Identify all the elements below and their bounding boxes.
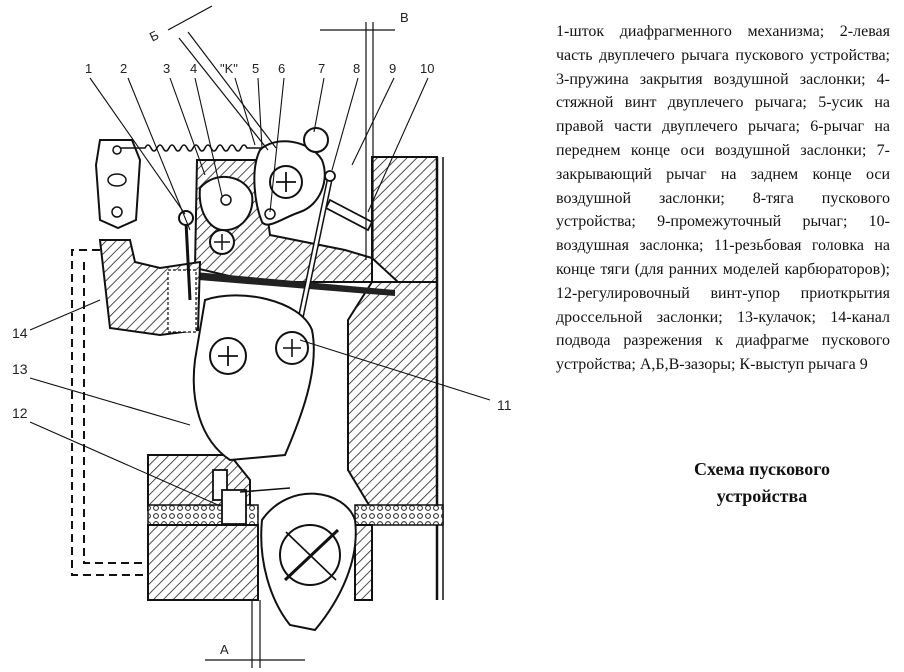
- label-3: 3: [163, 61, 170, 76]
- housing-right-wall: [347, 156, 444, 600]
- diaphragm-chamber: [98, 239, 202, 337]
- label-6: 6: [278, 61, 285, 76]
- label-1: 1: [85, 61, 92, 76]
- cam-assembly: [192, 294, 315, 462]
- title-line-2: устройства: [716, 486, 808, 506]
- label-12: 12: [12, 405, 28, 421]
- starter-device-diagram: 1 2 3 4 "K" 5 6 7 8 9 10 14 13 12 11 Б В…: [12, 5, 512, 668]
- throttle-valve: [260, 492, 357, 632]
- label-5: 5: [252, 61, 259, 76]
- adjusting-screw: [212, 469, 291, 525]
- label-7: 7: [318, 61, 325, 76]
- label-8: 8: [353, 61, 360, 76]
- gap-a-label: А: [220, 642, 229, 657]
- gap-b-label: Б: [147, 27, 161, 44]
- label-11: 11: [497, 397, 512, 413]
- title-line-1: Схема пускового: [694, 459, 830, 479]
- diagram-title: Схема пускового устройства: [662, 456, 862, 510]
- part-number-labels: 1 2 3 4 "K" 5 6 7 8 9 10 14 13 12 11 Б В…: [12, 10, 512, 657]
- closing-spring: [120, 144, 262, 152]
- label-4: 4: [190, 61, 197, 76]
- leader-lines: [29, 77, 491, 506]
- gap-lines: [167, 5, 395, 668]
- diaphragm-rod: [184, 221, 192, 301]
- choke-plate: [324, 198, 374, 232]
- two-arm-lever: [198, 175, 254, 255]
- label-13: 13: [12, 361, 28, 377]
- choke-front-lever: [253, 127, 329, 226]
- legend-text: 1-шток диафрагменного механизма; 2-левая…: [556, 23, 890, 374]
- label-10: 10: [420, 61, 434, 76]
- label-2: 2: [120, 61, 127, 76]
- vacuum-channel: [71, 249, 148, 576]
- label-9: 9: [389, 61, 396, 76]
- label-k: "K": [220, 61, 238, 76]
- gap-v-label: В: [400, 10, 409, 25]
- label-14: 14: [12, 325, 28, 341]
- starter-rod: [293, 170, 336, 341]
- spring-bracket: [94, 139, 142, 230]
